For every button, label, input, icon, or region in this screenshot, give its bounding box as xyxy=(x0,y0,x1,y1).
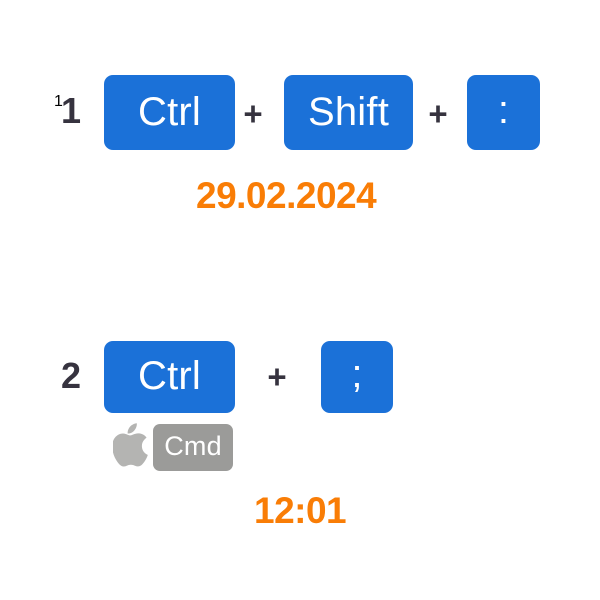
key-ctrl-row2[interactable]: Ctrl xyxy=(104,341,235,413)
key-semicolon-row2[interactable]: ; xyxy=(321,341,393,413)
key-colon-row1-label: : xyxy=(497,87,510,132)
key-shift-row1[interactable]: Shift xyxy=(284,75,413,150)
plus-separator-row2: + xyxy=(267,358,287,395)
step-number-2-label: 2 xyxy=(60,355,82,396)
key-cmd-row2[interactable]: Cmd xyxy=(153,424,233,471)
key-shift-row1-label: Shift xyxy=(307,89,390,134)
plus-separator-row1-a: + xyxy=(243,95,263,132)
plus-separator-row1-b: + xyxy=(428,95,448,132)
step-number-1: 1 xyxy=(54,93,63,110)
key-semicolon-row2-label: ; xyxy=(351,352,363,396)
result-date: 29.02.2024 xyxy=(196,175,377,216)
apple-logo-icon xyxy=(113,423,149,467)
key-colon-row1[interactable]: : xyxy=(467,75,540,150)
key-cmd-row2-label: Cmd xyxy=(164,431,222,461)
key-ctrl-row1-label: Ctrl xyxy=(137,89,201,134)
result-time: 12:01 xyxy=(254,490,347,531)
key-ctrl-row1[interactable]: Ctrl xyxy=(104,75,235,150)
step-number-1-label: 1 xyxy=(60,90,82,131)
key-ctrl-row2-label: Ctrl xyxy=(137,354,201,398)
